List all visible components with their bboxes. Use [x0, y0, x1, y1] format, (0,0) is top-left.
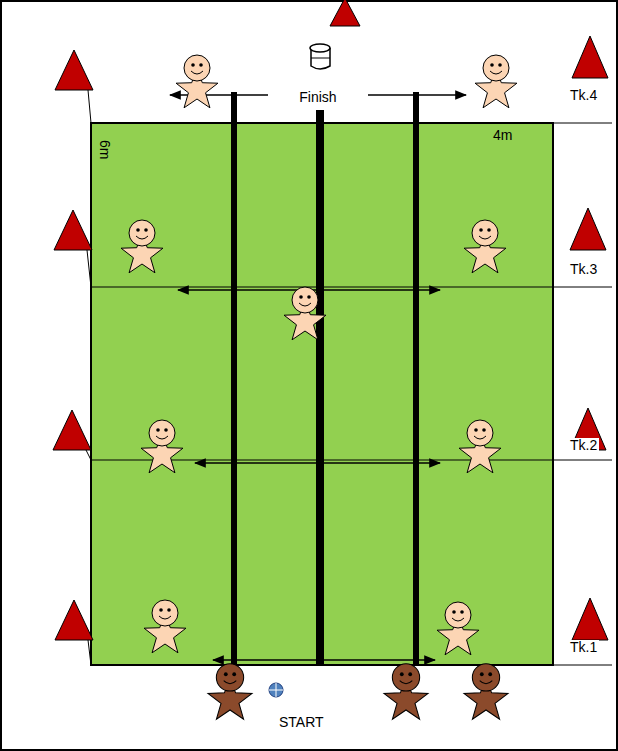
- player-figure: [475, 55, 517, 108]
- level-label: Tk.3: [568, 262, 599, 277]
- cone-flag: [53, 410, 91, 450]
- player-figure: [464, 220, 506, 273]
- flag-line: [86, 450, 91, 460]
- player-figure: [141, 420, 183, 473]
- cone-flag: [55, 50, 93, 90]
- cone-flag: [572, 36, 608, 78]
- finish-bin: [310, 44, 330, 69]
- flag-line: [88, 640, 91, 665]
- lane-line: [231, 92, 237, 665]
- flag-line: [87, 250, 91, 287]
- player-figure: [144, 600, 186, 653]
- cone-flag: [570, 208, 606, 250]
- lane-line: [316, 92, 324, 665]
- distance-arrow: [213, 659, 435, 661]
- finish-label: Finish: [268, 85, 368, 110]
- cone-flag: [330, 0, 360, 26]
- dimension-label: 4m: [493, 128, 512, 143]
- player-figure: [464, 664, 508, 719]
- level-line: [91, 287, 612, 288]
- cone-flag: [572, 598, 608, 640]
- level-line: [553, 123, 612, 124]
- player-figure: [176, 55, 218, 108]
- dimension-label: 6m: [97, 140, 112, 159]
- start-label: START: [279, 715, 324, 730]
- level-label: Tk.2: [568, 438, 599, 453]
- cone-flag: [54, 210, 92, 250]
- player-figure: [459, 420, 501, 473]
- player-figure: [208, 664, 252, 719]
- level-label: Tk.4: [568, 88, 599, 103]
- lane-line: [413, 92, 419, 665]
- ball: [269, 683, 283, 697]
- player-figure: [437, 602, 479, 655]
- flag-line: [88, 90, 91, 123]
- player-figure: [284, 287, 326, 340]
- distance-arrow: [195, 462, 440, 464]
- level-line: [553, 665, 612, 666]
- player-figure: [121, 220, 163, 273]
- level-label: Tk.1: [568, 640, 599, 655]
- player-figure: [384, 664, 428, 719]
- cone-flag: [55, 600, 93, 640]
